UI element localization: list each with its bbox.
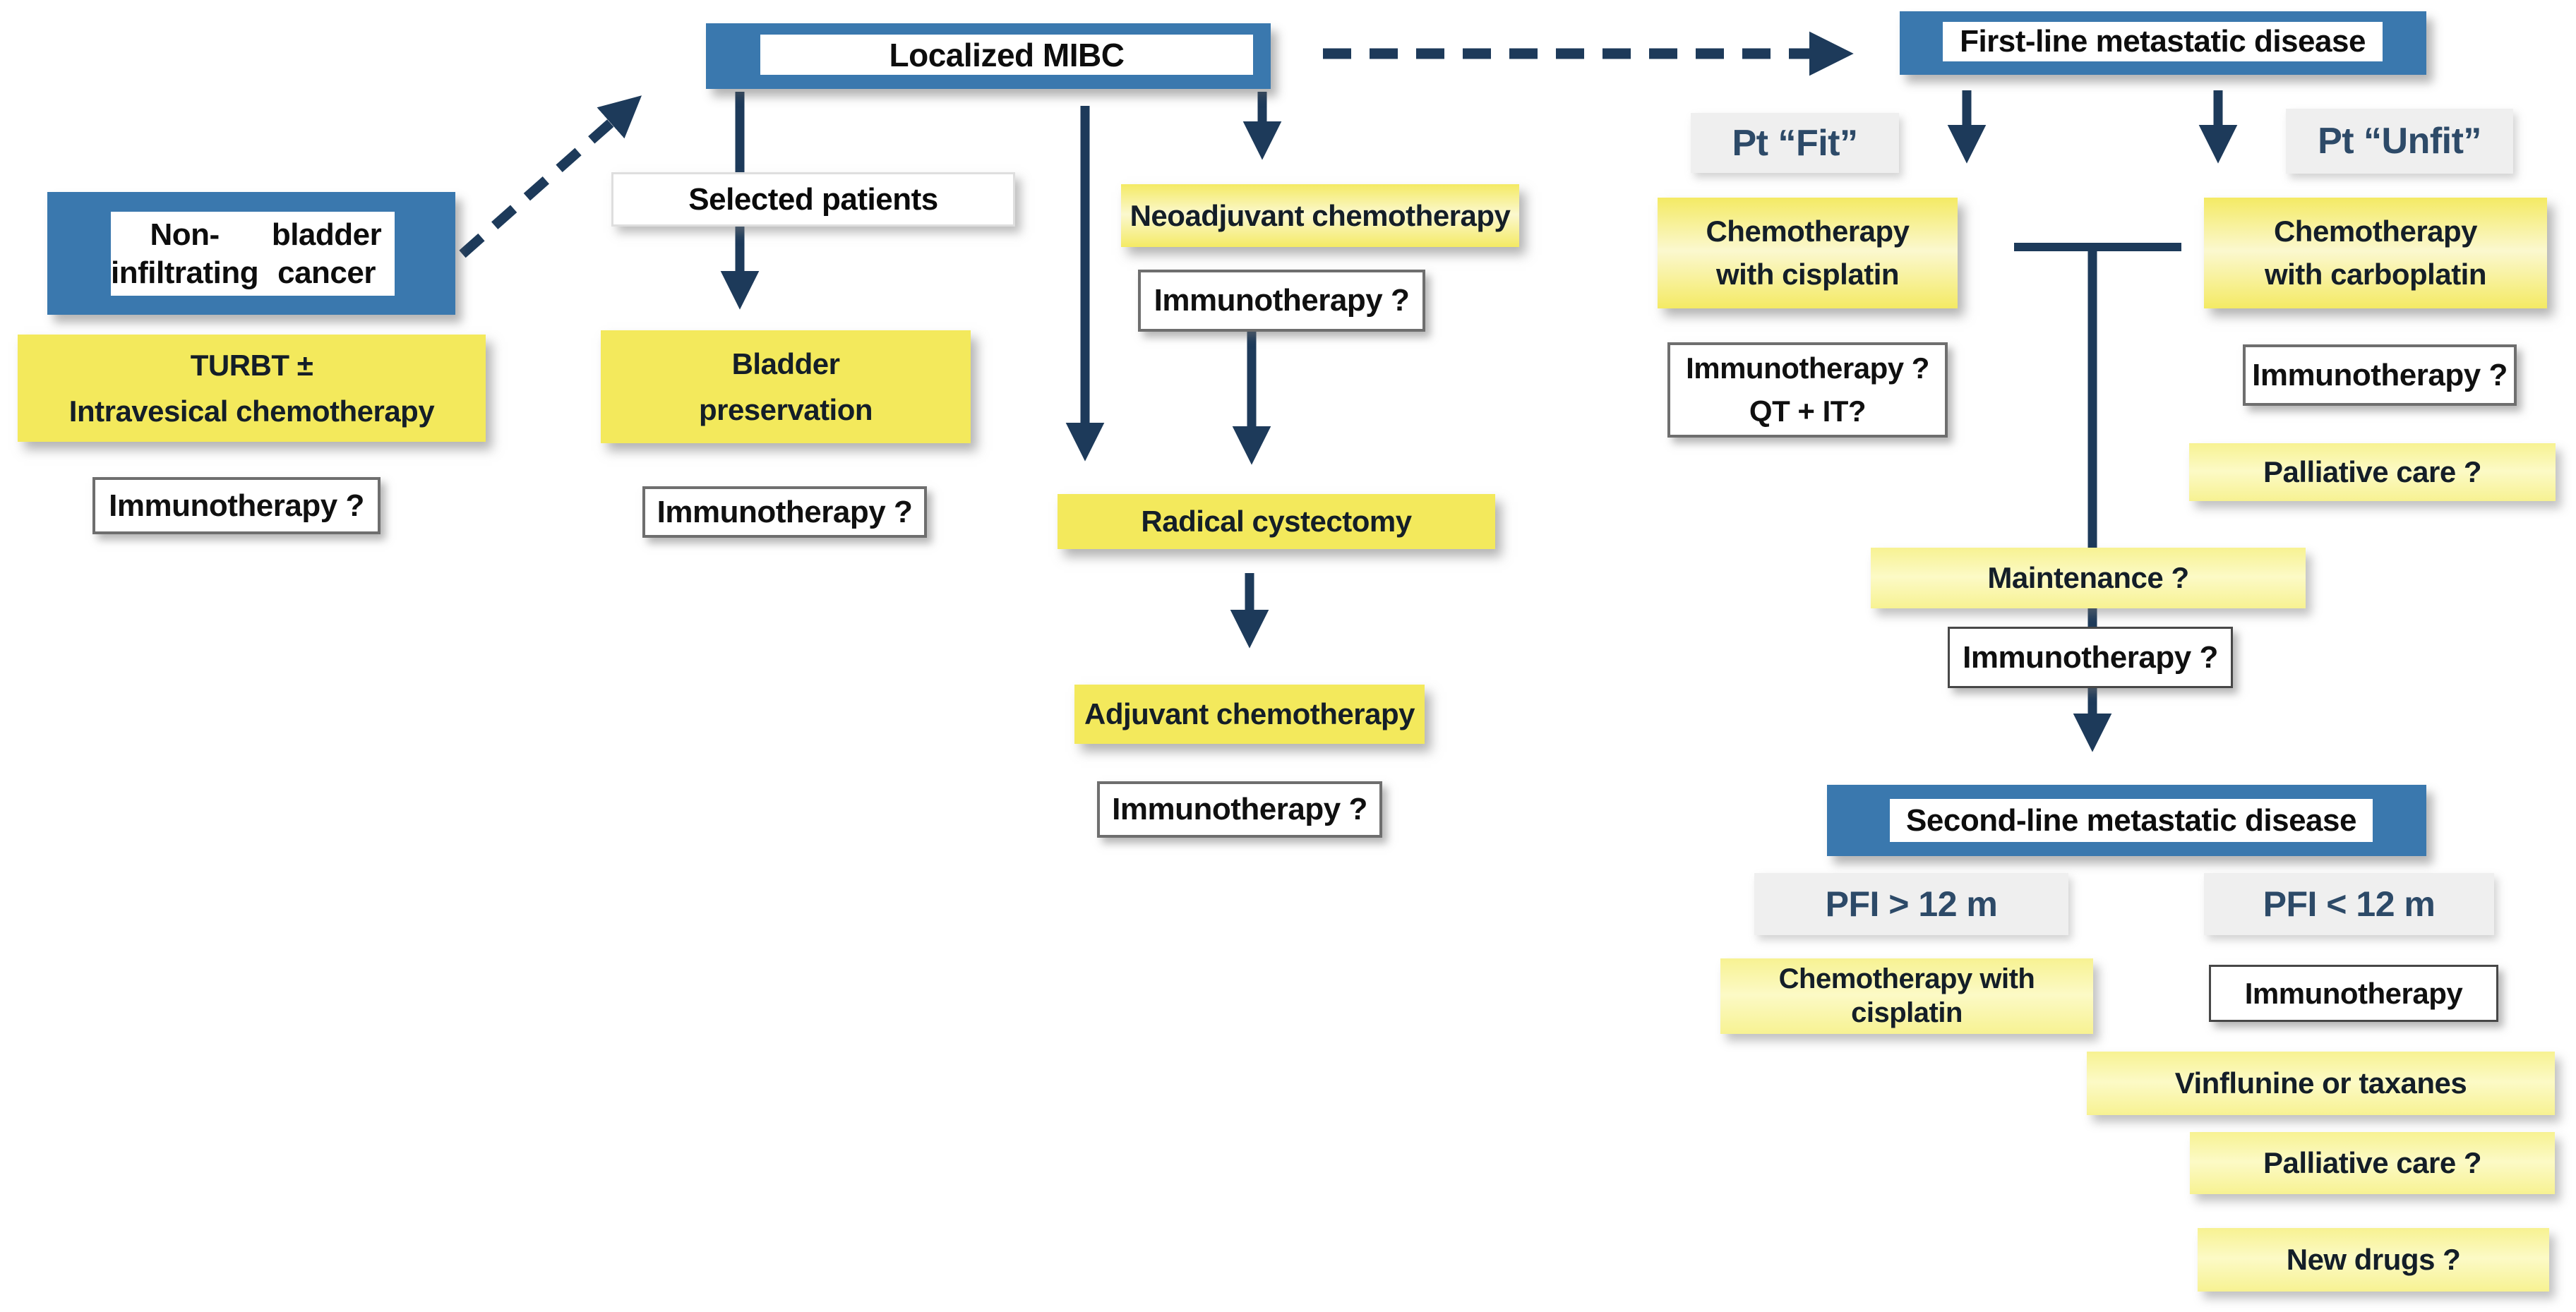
immunotherapy-maintenance-node: Immunotherapy ? bbox=[1948, 627, 2233, 688]
first-line-metastatic-label: First-line metastatic disease bbox=[1943, 22, 2383, 61]
turbt-line2: Intravesical chemotherapy bbox=[68, 395, 435, 428]
maintenance-node: Maintenance ? bbox=[1871, 548, 2306, 608]
immunotherapy-qt-it-line2: QT + IT? bbox=[1749, 394, 1867, 428]
immunotherapy-nibc-node: Immunotherapy ? bbox=[92, 477, 381, 534]
chemo-cisplatin-first-line2: with cisplatin bbox=[1715, 257, 1900, 291]
selected-patients-node: Selected patients bbox=[611, 172, 1015, 227]
new-drugs-node: New drugs ? bbox=[2198, 1228, 2549, 1292]
localized-mibc-label: Localized MIBC bbox=[760, 35, 1253, 75]
chemotherapy-carboplatin-node: Chemotherapy with carboplatin bbox=[2204, 198, 2547, 308]
second-line-metastatic-label: Second-line metastatic disease bbox=[1890, 799, 2373, 842]
pfi-over-12m-label: PFI > 12 m bbox=[1754, 873, 2068, 935]
bladder-preservation-node: Bladder preservation bbox=[601, 330, 971, 443]
pt-unfit-label: Pt “Unfit” bbox=[2286, 109, 2513, 174]
arrow-nibc-to-mibc-dashed bbox=[459, 95, 642, 258]
pt-fit-label: Pt “Fit” bbox=[1691, 113, 1899, 173]
non-infiltrating-bladder-cancer-node: Non-infiltrating bladder cancer bbox=[47, 192, 455, 315]
non-infiltrating-line2: bladder cancer bbox=[271, 217, 382, 290]
turbt-intravesical-node: TURBT ± Intravesical chemotherapy bbox=[18, 335, 486, 442]
immunotherapy-bladder-preservation-node: Immunotherapy ? bbox=[642, 486, 927, 538]
palliative-care-second-node: Palliative care ? bbox=[2190, 1132, 2555, 1194]
chemotherapy-cisplatin-first-node: Chemotherapy with cisplatin bbox=[1658, 198, 1958, 308]
neoadjuvant-chemotherapy-node: Neoadjuvant chemotherapy bbox=[1121, 184, 1519, 247]
chemotherapy-cisplatin-second-node: Chemotherapy with cisplatin bbox=[1720, 958, 2093, 1034]
immunotherapy-second-line-node: Immunotherapy bbox=[2209, 965, 2498, 1022]
pfi-under-12m-label: PFI < 12 m bbox=[2204, 873, 2494, 935]
adjuvant-chemotherapy-node: Adjuvant chemotherapy bbox=[1074, 685, 1425, 744]
chemo-cisplatin-second-line2: cisplatin bbox=[1851, 997, 1963, 1028]
second-line-metastatic-node: Second-line metastatic disease bbox=[1827, 785, 2426, 856]
immunotherapy-neoadjuvant-node: Immunotherapy ? bbox=[1138, 270, 1425, 332]
chemo-carboplatin-line2: with carboplatin bbox=[2264, 257, 2487, 291]
chemo-cisplatin-first-line1: Chemotherapy bbox=[1706, 215, 1910, 248]
first-line-metastatic-node: First-line metastatic disease bbox=[1900, 11, 2426, 75]
chemo-cisplatin-second-line1: Chemotherapy with bbox=[1778, 963, 2035, 995]
non-infiltrating-line1: Non-infiltrating bbox=[111, 217, 259, 290]
turbt-line1: TURBT ± bbox=[190, 348, 313, 382]
immunotherapy-qt-it-line1: Immunotherapy ? bbox=[1686, 351, 1929, 385]
immunotherapy-adjuvant-node: Immunotherapy ? bbox=[1097, 781, 1382, 838]
chemo-carboplatin-line1: Chemotherapy bbox=[2273, 215, 2478, 248]
bladder-preservation-line2: preservation bbox=[698, 393, 873, 426]
palliative-care-first-node: Palliative care ? bbox=[2189, 443, 2556, 501]
radical-cystectomy-node: Radical cystectomy bbox=[1058, 494, 1495, 549]
vinflunine-or-taxanes-node: Vinflunine or taxanes bbox=[2087, 1052, 2555, 1115]
immunotherapy-qt-it-node: Immunotherapy ? QT + IT? bbox=[1667, 342, 1948, 438]
immunotherapy-unfit-node: Immunotherapy ? bbox=[2243, 344, 2517, 406]
bladder-preservation-line1: Bladder bbox=[731, 347, 840, 380]
localized-mibc-node: Localized MIBC bbox=[706, 23, 1271, 89]
